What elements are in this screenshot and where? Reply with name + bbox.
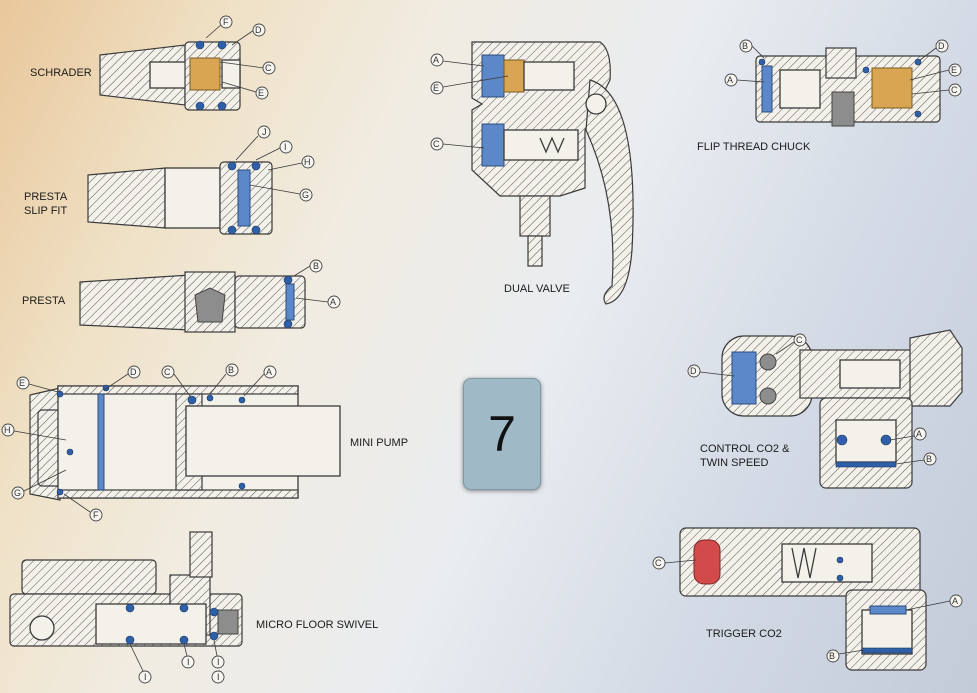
dual-valve-callout-a: A [433, 55, 439, 65]
micro-floor-swivel-callout-i-4: I [217, 672, 220, 682]
trigger-co2-callout-a: A [952, 596, 958, 606]
micro-floor-swivel-callout-i-3: I [217, 657, 220, 667]
presta-slip-fit-diagram: PRESTA SLIP FIT J I H G [24, 125, 315, 235]
control-co2-diagram: CONTROL CO2 & TWIN SPEED C D A B [687, 329, 963, 489]
dual-valve-callout-e: E [433, 83, 439, 93]
mini-pump-callout-d: D [130, 367, 137, 377]
mini-pump-callout-g: G [14, 488, 21, 498]
presta-slip-fit-callout-j: J [262, 127, 267, 137]
presta-slip-fit-callout-g: G [302, 190, 309, 200]
presta-slip-fit-label-line2: SLIP FIT [24, 205, 67, 217]
control-co2-callout-d: D [690, 366, 697, 376]
trigger-co2-callout-b: B [829, 651, 835, 661]
trigger-co2-callout-c: C [655, 558, 662, 568]
mini-pump-diagram: MINI PUMP E D C B A H G F [1, 363, 408, 522]
dual-valve-label: DUAL VALVE [504, 283, 570, 295]
page-number-badge: 7 [463, 378, 541, 490]
mini-pump-callout-a: A [266, 367, 272, 377]
dual-valve-diagram: DUAL VALVE A E C [430, 41, 634, 305]
control-co2-label-line2: TWIN SPEED [700, 457, 769, 469]
trigger-co2-label: TRIGGER CO2 [706, 628, 782, 640]
flip-thread-chuck-callout-e: E [951, 65, 957, 75]
schrader-callout-d: D [255, 25, 262, 35]
presta-label: PRESTA [22, 295, 66, 307]
flip-thread-chuck-diagram: FLIP THREAD CHUCK B D A E C [697, 39, 962, 153]
flip-thread-chuck-callout-a: A [727, 75, 733, 85]
flip-thread-chuck-callout-b: B [742, 41, 748, 51]
mini-pump-callout-f: F [93, 510, 99, 520]
micro-floor-swivel-label: MICRO FLOOR SWIVEL [256, 619, 378, 631]
trigger-co2-diagram: TRIGGER CO2 C A B [652, 527, 963, 671]
control-co2-label-line1: CONTROL CO2 & [700, 443, 790, 455]
schrader-label: SCHRADER [30, 67, 92, 79]
control-co2-callout-a: A [916, 429, 922, 439]
control-co2-callout-b: B [926, 454, 932, 464]
presta-callout-a: A [330, 297, 336, 307]
presta-diagram: PRESTA B A [22, 259, 341, 333]
micro-floor-swivel-diagram: MICRO FLOOR SWIVEL I I I I [9, 531, 378, 684]
schrader-callout-e: E [258, 88, 264, 98]
schrader-callout-c: C [265, 63, 272, 73]
flip-thread-chuck-callout-d: D [938, 41, 945, 51]
mini-pump-callout-e: E [19, 378, 25, 388]
micro-floor-swivel-callout-i-2: I [187, 657, 190, 667]
presta-slip-fit-label-line1: PRESTA [24, 191, 68, 203]
presta-slip-fit-callout-h: H [304, 157, 311, 167]
schrader-callout-f: F [223, 17, 229, 27]
flip-thread-chuck-callout-c: C [951, 85, 958, 95]
mini-pump-callout-c: C [164, 367, 171, 377]
mini-pump-callout-h: H [4, 425, 11, 435]
micro-floor-swivel-callout-i-1: I [144, 672, 147, 682]
schrader-diagram: SCHRADER F D C E [30, 15, 276, 111]
presta-slip-fit-callout-i: I [284, 142, 287, 152]
flip-thread-chuck-label: FLIP THREAD CHUCK [697, 141, 811, 153]
mini-pump-label: MINI PUMP [350, 437, 408, 449]
dual-valve-callout-c: C [433, 139, 440, 149]
control-co2-callout-c: C [796, 335, 803, 345]
mini-pump-callout-b: B [228, 365, 234, 375]
presta-callout-b: B [313, 261, 319, 271]
